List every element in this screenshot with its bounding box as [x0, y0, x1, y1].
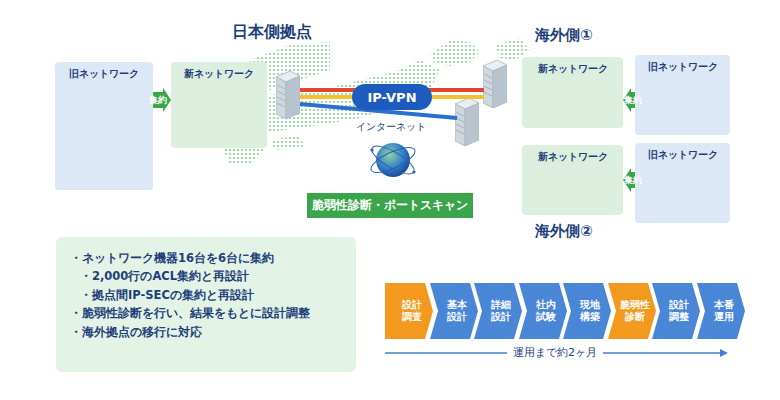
node-text: 詳細 設計 [485, 299, 517, 323]
edge-label: 集約 [624, 174, 642, 187]
process-chevron: 設計 調整 [652, 283, 700, 339]
vpn-pill: IP-VPN [352, 84, 432, 110]
process-chevron: 設計 調査 [385, 283, 433, 339]
node-text: 新ネットワーク [522, 150, 623, 164]
node-text: 旧ネットワーク [635, 148, 730, 162]
node-text: 旧ネットワーク [635, 60, 730, 74]
old-network-box: 旧ネットワーク [635, 55, 730, 135]
bullet-text: ・脆弱性診断を行い、結果をもとに設計調整 [70, 304, 342, 322]
old-network-box: 旧ネットワーク [55, 62, 153, 190]
node-text: 旧ネットワーク [55, 67, 153, 81]
summary-panel: ・ネットワーク機器16台を6台に集約・2,000行のACL集約と再設計・拠点間I… [56, 237, 356, 372]
node-text: 脆弱性 診断 [619, 299, 651, 323]
node-text: 設計 調整 [663, 299, 695, 323]
node-text: 本番 運用 [708, 299, 740, 323]
process-chevron: 社内 試験 [519, 283, 567, 339]
process-chevron: 詳細 設計 [474, 283, 522, 339]
region-heading: 海外側② [535, 222, 593, 241]
process-chevron: 脆弱性 診断 [608, 283, 656, 339]
scan-banner: 脆弱性診断・ポートスキャン [307, 193, 473, 218]
new-network-box: 新ネットワーク [522, 145, 623, 215]
edge-label: 集約 [149, 94, 167, 107]
timeline-label: 運用まで約2ヶ月 [507, 345, 603, 360]
node-text: 設計 調査 [396, 299, 428, 323]
edge-label: 集約 [624, 94, 642, 107]
process-chevron: 現地 構築 [563, 283, 611, 339]
old-network-box: 旧ネットワーク [635, 143, 730, 223]
new-network-box: 新ネットワーク [522, 57, 623, 128]
bullet-text: ・ネットワーク機器16台を6台に集約 [70, 249, 342, 267]
network-label: インターネット [356, 120, 426, 134]
bullet-text: ・2,000行のACL集約と再設計 [70, 267, 342, 285]
region-heading: 日本側拠点 [232, 22, 312, 43]
node-text: 社内 試験 [530, 299, 562, 323]
node-text: 基本 設計 [441, 299, 473, 323]
node-text: 新ネットワーク [171, 67, 267, 81]
process-chevron: 基本 設計 [430, 283, 478, 339]
process-chevron: 本番 運用 [697, 283, 745, 339]
node-text: 脆弱性診断・ポートスキャン [312, 197, 468, 214]
node-text: IP-VPN [367, 90, 416, 105]
new-network-box: 新ネットワーク [171, 62, 267, 148]
node-text: 新ネットワーク [522, 62, 623, 76]
region-heading: 海外側① [535, 26, 593, 45]
node-text: 現地 構築 [574, 299, 606, 323]
bullet-text: ・拠点間IP-SECの集約と再設計 [70, 286, 342, 304]
bullet-text: ・海外拠点の移行に対応 [70, 323, 342, 341]
